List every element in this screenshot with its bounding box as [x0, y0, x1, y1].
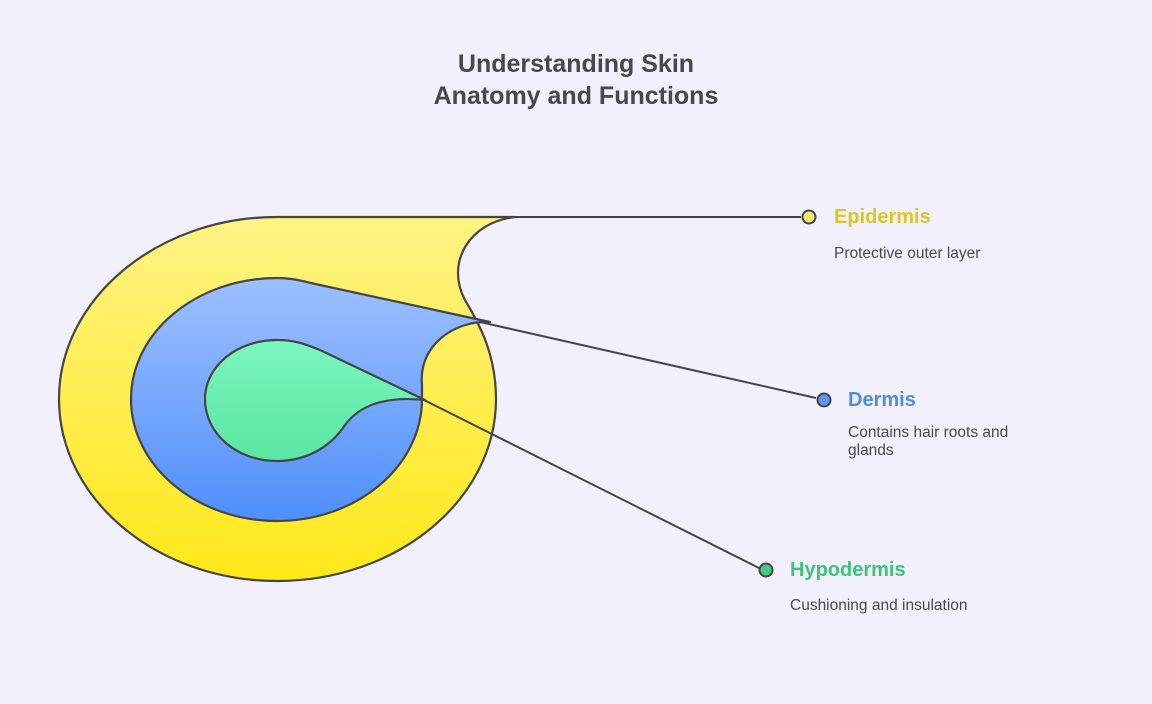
dermis-label: Dermis [848, 389, 916, 411]
title-line-2: Anatomy and Functions [433, 82, 719, 110]
diagram-title: Understanding Skin Anatomy and Functions [0, 48, 1152, 112]
hypodermis-marker [758, 562, 774, 578]
epidermis-label: Epidermis [834, 206, 931, 228]
dermis-marker [816, 392, 832, 408]
hypodermis-shape [203, 338, 427, 463]
dermis-connector [479, 321, 817, 399]
epidermis-marker [801, 209, 817, 225]
hypodermis-connector [419, 397, 760, 569]
title-line-1: Understanding Skin [457, 50, 695, 78]
epidermis-description: Protective outer layer [834, 245, 981, 262]
hypodermis-label: Hypodermis [790, 559, 906, 581]
hypodermis-description: Cushioning and insulation [790, 597, 968, 614]
dermis-description: Contains hair roots and glands [848, 424, 1009, 459]
